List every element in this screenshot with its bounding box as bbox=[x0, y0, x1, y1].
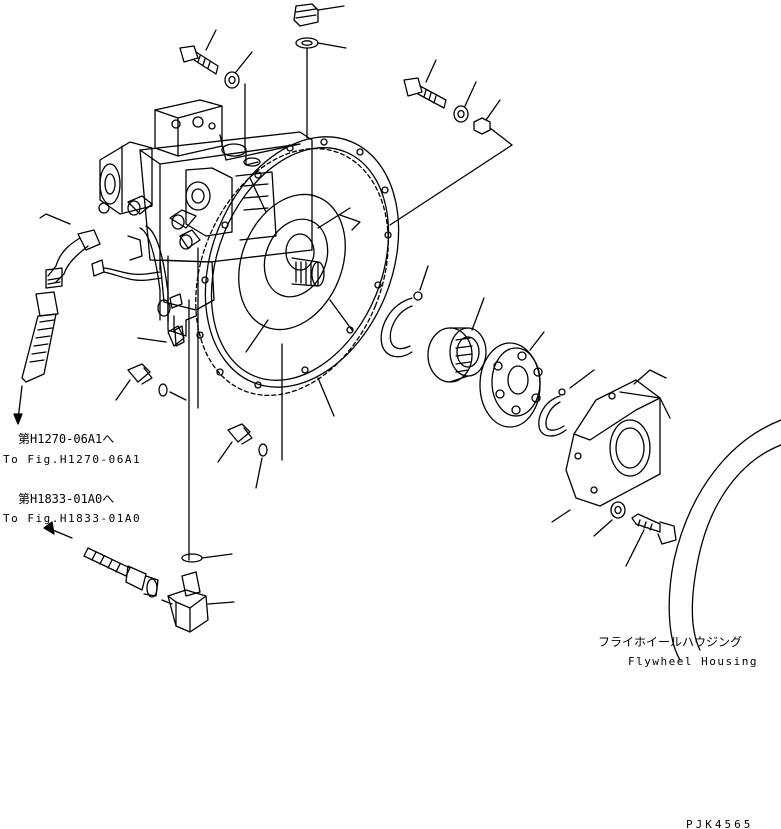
arrow-to-fig2 bbox=[43, 521, 73, 539]
o-ring-lower-left-part bbox=[158, 383, 187, 401]
washer-top-part bbox=[295, 37, 347, 139]
snap-ring-part bbox=[380, 265, 429, 358]
pump-flange-part bbox=[195, 136, 400, 397]
bottom-hose-part bbox=[83, 547, 159, 598]
bolt-upper-right-part bbox=[403, 59, 447, 109]
washer-lower-right-part bbox=[593, 501, 626, 537]
coupling-part bbox=[479, 331, 545, 428]
plug-mid-part bbox=[217, 423, 253, 463]
pump-body-part bbox=[91, 99, 313, 561]
small-fitting-part bbox=[137, 325, 185, 347]
washer-upper-right-part bbox=[453, 81, 477, 123]
fig2-reference-jp: 第H1833-01A0へ bbox=[18, 492, 115, 506]
drawing-code: PJK4565 bbox=[686, 818, 754, 829]
flywheel-housing-label-jp: フライホイールハウジング bbox=[598, 635, 743, 649]
o-ring-mid-part bbox=[255, 443, 268, 489]
o-ring-bottom-part bbox=[181, 553, 233, 563]
housing-bracket-part bbox=[551, 369, 671, 523]
plug-lower-left-part bbox=[115, 363, 153, 401]
fig2-reference-en: To Fig.H1833-01A0 bbox=[3, 512, 142, 525]
bearing-part bbox=[427, 297, 487, 383]
arrow-to-fig1 bbox=[13, 385, 23, 425]
plug-part bbox=[293, 3, 345, 27]
washer-upper-left-part bbox=[224, 51, 253, 151]
flywheel-housing-outline bbox=[668, 419, 781, 661]
fig1-reference-jp: 第H1270-06A1へ bbox=[18, 432, 115, 446]
bolt-lower-right-part bbox=[625, 513, 677, 567]
bolt-upper-left-part bbox=[179, 29, 219, 75]
left-hose-part bbox=[21, 213, 101, 383]
retaining-ring-part bbox=[538, 369, 595, 437]
nut-upper-right-part bbox=[389, 99, 513, 226]
flange-leader-line bbox=[317, 377, 335, 417]
elbow-fitting-part bbox=[161, 571, 235, 633]
flywheel-housing-label-en: Flywheel Housing bbox=[628, 655, 758, 668]
fig1-reference-en: To Fig.H1270-06A1 bbox=[3, 453, 142, 466]
